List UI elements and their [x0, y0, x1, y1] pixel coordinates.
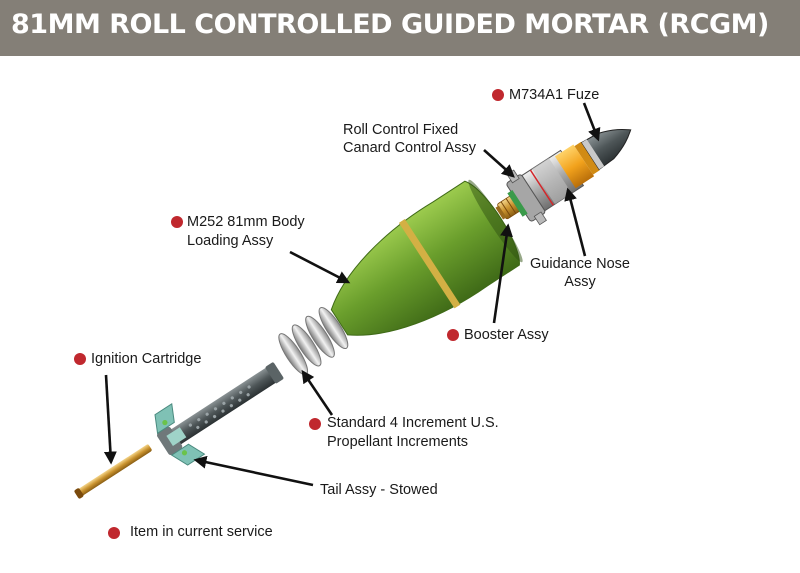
current-service-marker [171, 216, 183, 228]
propellant-increments-graphic [278, 307, 349, 376]
label-tail: Tail Assy - Stowed [320, 482, 438, 498]
current-service-marker [447, 329, 459, 341]
page-title: 81MM ROLL CONTROLLED GUIDED MORTAR (RCGM… [11, 9, 769, 40]
label-canard-line1: Roll Control Fixed [343, 122, 459, 138]
legend-text: Item in current service [130, 524, 273, 540]
legend-marker [108, 527, 120, 539]
guidance-nose-graphic [506, 128, 632, 226]
mortar-body-graphic [330, 179, 523, 336]
label-guidance-line1: Guidance Nose [530, 256, 630, 272]
label-guidance-line2: Assy [564, 274, 596, 290]
label-body-line1: M252 81mm Body [187, 214, 305, 230]
label-booster: Booster Assy [464, 327, 549, 343]
label-canard-line2: Canard Control Assy [343, 140, 476, 156]
tail-assembly-graphic [154, 362, 284, 466]
ignition-cartridge-graphic [74, 444, 152, 499]
title-banner: 81MM ROLL CONTROLLED GUIDED MORTAR (RCGM… [0, 0, 800, 56]
current-service-marker [309, 418, 321, 430]
current-service-marker [74, 353, 86, 365]
label-fuze: M734A1 Fuze [509, 87, 600, 103]
label-propellant-line1: Standard 4 Increment U.S. [327, 415, 499, 431]
label-body-line2: Loading Assy [187, 233, 274, 249]
label-ignition: Ignition Cartridge [91, 351, 202, 367]
leader-arrows [103, 102, 601, 487]
label-propellant-line2: Propellant Increments [327, 434, 469, 450]
current-service-marker [492, 89, 504, 101]
